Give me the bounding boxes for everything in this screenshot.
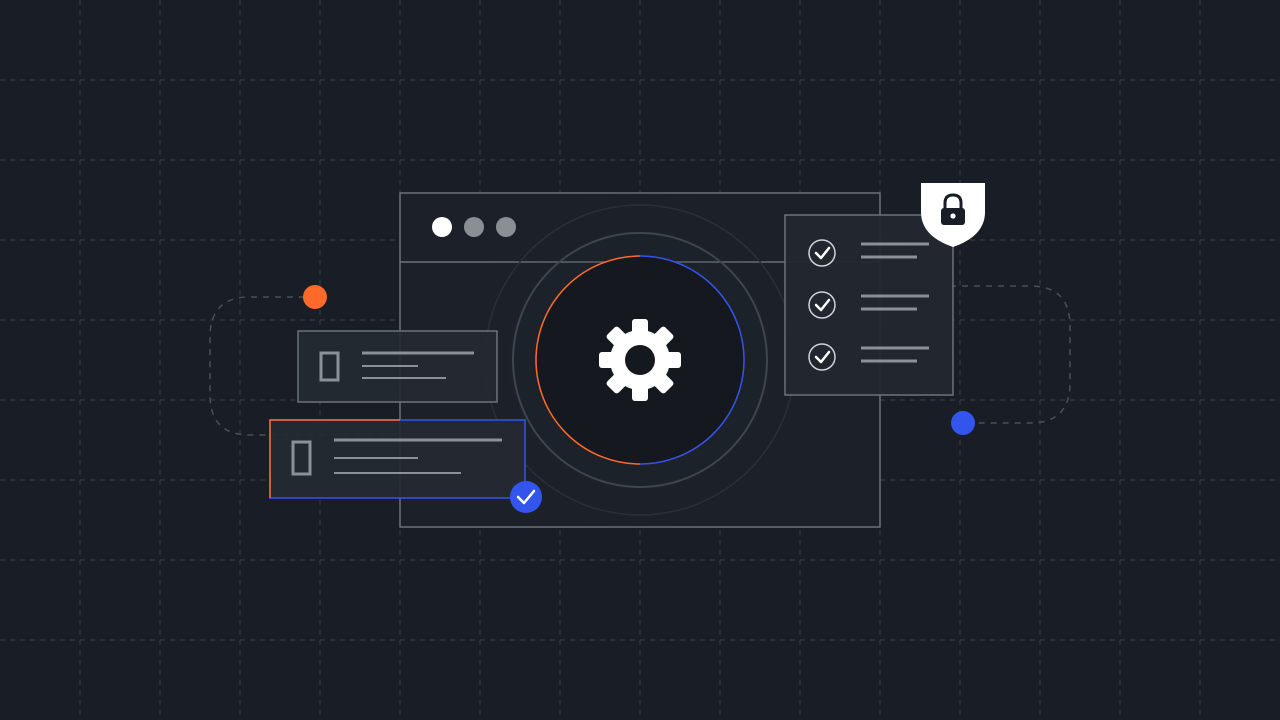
checklist-item bbox=[808, 291, 929, 319]
document-card bbox=[297, 330, 498, 403]
center-ring-outer bbox=[512, 232, 768, 488]
checklist-item bbox=[808, 343, 929, 371]
check-circle-icon bbox=[808, 343, 836, 371]
checklist-panel bbox=[784, 214, 954, 396]
window-dot-minimize bbox=[464, 217, 484, 237]
check-circle-icon bbox=[808, 239, 836, 267]
connector-left bbox=[209, 296, 400, 436]
center-ring-blue-arc bbox=[639, 255, 745, 465]
connector-right bbox=[878, 285, 1071, 424]
window-dot-close bbox=[432, 217, 452, 237]
gear-hole bbox=[625, 345, 655, 375]
checklist-item bbox=[808, 239, 929, 267]
connector-node-orange bbox=[303, 285, 327, 309]
shield-lock-icon bbox=[921, 183, 985, 247]
check-circle-icon bbox=[808, 291, 836, 319]
check-badge-icon bbox=[510, 481, 542, 513]
document-icon bbox=[291, 440, 312, 476]
window-dot-maximize bbox=[496, 217, 516, 237]
center-ring-orange-arc bbox=[535, 255, 641, 465]
gear-icon bbox=[599, 319, 681, 401]
document-card-selected bbox=[269, 419, 542, 513]
connector-node-blue bbox=[951, 411, 975, 435]
document-icon bbox=[319, 351, 340, 382]
